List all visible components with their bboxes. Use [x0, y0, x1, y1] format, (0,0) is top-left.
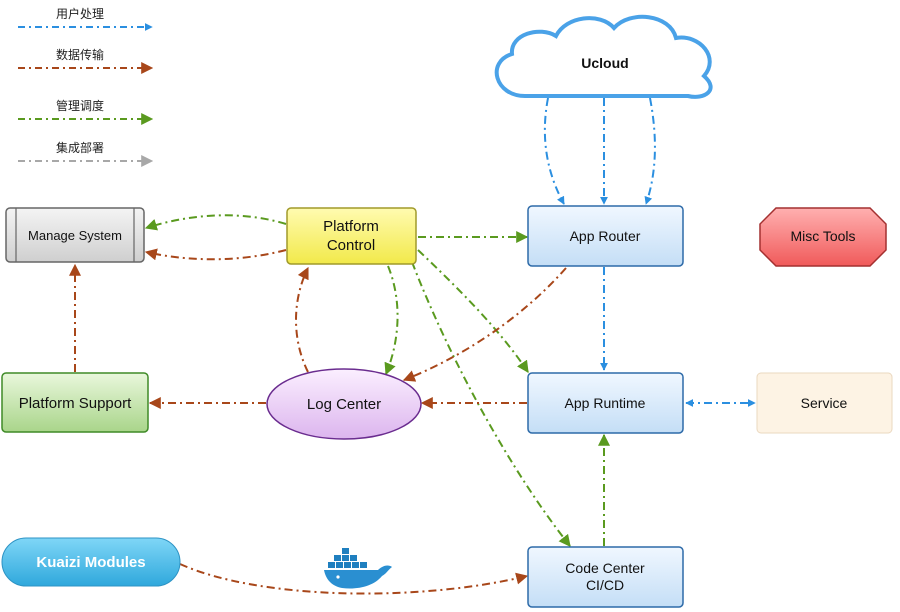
- ucloud-node[interactable]: Ucloud: [494, 14, 713, 99]
- service-node[interactable]: Service: [756, 372, 893, 434]
- misc-tools-label: Misc Tools: [790, 228, 855, 244]
- platform-support-node[interactable]: Platform Support: [1, 372, 149, 433]
- platform-control-node[interactable]: Platform Control: [286, 207, 417, 265]
- cloud-shape: [494, 14, 713, 99]
- service-box: [756, 372, 893, 434]
- manage-system-box: [5, 207, 145, 263]
- edge-router-log: [402, 267, 567, 382]
- app-runtime-box: [527, 372, 684, 434]
- platform-control-label-line2: Control: [327, 237, 375, 254]
- service-label: Service: [801, 395, 848, 411]
- edge-control-manage-data: [144, 248, 287, 261]
- kuaizi-modules-pill: [1, 537, 181, 587]
- app-runtime-node[interactable]: App Runtime: [527, 372, 684, 434]
- docker-whale-icon: [324, 548, 392, 589]
- misc-tools-node[interactable]: Misc Tools: [759, 207, 887, 267]
- edge-ucloud-router-left: [543, 97, 565, 205]
- edge-control-code: [411, 261, 571, 547]
- app-router-box: [527, 205, 684, 267]
- platform-support-box: [1, 372, 149, 433]
- log-center-ellipse: [266, 368, 422, 440]
- manage-system-node[interactable]: Manage System: [5, 207, 145, 263]
- legend-label-deploy: 集成部署: [56, 140, 104, 155]
- legend-label-manage: 管理调度: [56, 98, 104, 113]
- misc-tools-octagon: [759, 207, 887, 267]
- ucloud-label: Ucloud: [581, 55, 628, 71]
- platform-support-label: Platform Support: [19, 395, 132, 412]
- manage-system-label: Manage System: [28, 228, 122, 243]
- app-runtime-label: App Runtime: [565, 395, 646, 411]
- app-router-label: App Router: [570, 228, 641, 244]
- app-router-node[interactable]: App Router: [527, 205, 684, 267]
- kuaizi-modules-label: Kuaizi Modules: [36, 554, 145, 571]
- edge-control-manage: [144, 214, 287, 231]
- log-center-node[interactable]: Log Center: [266, 368, 422, 440]
- edge-kuaizi-code: [179, 563, 529, 595]
- legend: 用户处理 数据传输 管理调度 集成部署: [18, 6, 154, 167]
- code-center-label-line1: Code Center: [565, 560, 645, 576]
- platform-control-label-line1: Platform: [323, 218, 379, 235]
- code-center-box: [527, 546, 684, 608]
- platform-control-box: [286, 207, 417, 265]
- code-center-label-line2: CI/CD: [586, 577, 624, 593]
- edge-control-runtime: [417, 249, 529, 373]
- edge-ucloud-router-right: [644, 97, 656, 205]
- kuaizi-modules-node[interactable]: Kuaizi Modules: [1, 537, 181, 587]
- edge-control-log: [384, 265, 399, 376]
- code-center-node[interactable]: Code Center CI/CD: [527, 546, 684, 608]
- legend-label-user: 用户处理: [56, 6, 104, 21]
- log-center-label: Log Center: [307, 396, 381, 413]
- legend-label-data: 数据传输: [56, 47, 104, 62]
- edge-log-control: [295, 266, 309, 373]
- edges: [69, 97, 756, 595]
